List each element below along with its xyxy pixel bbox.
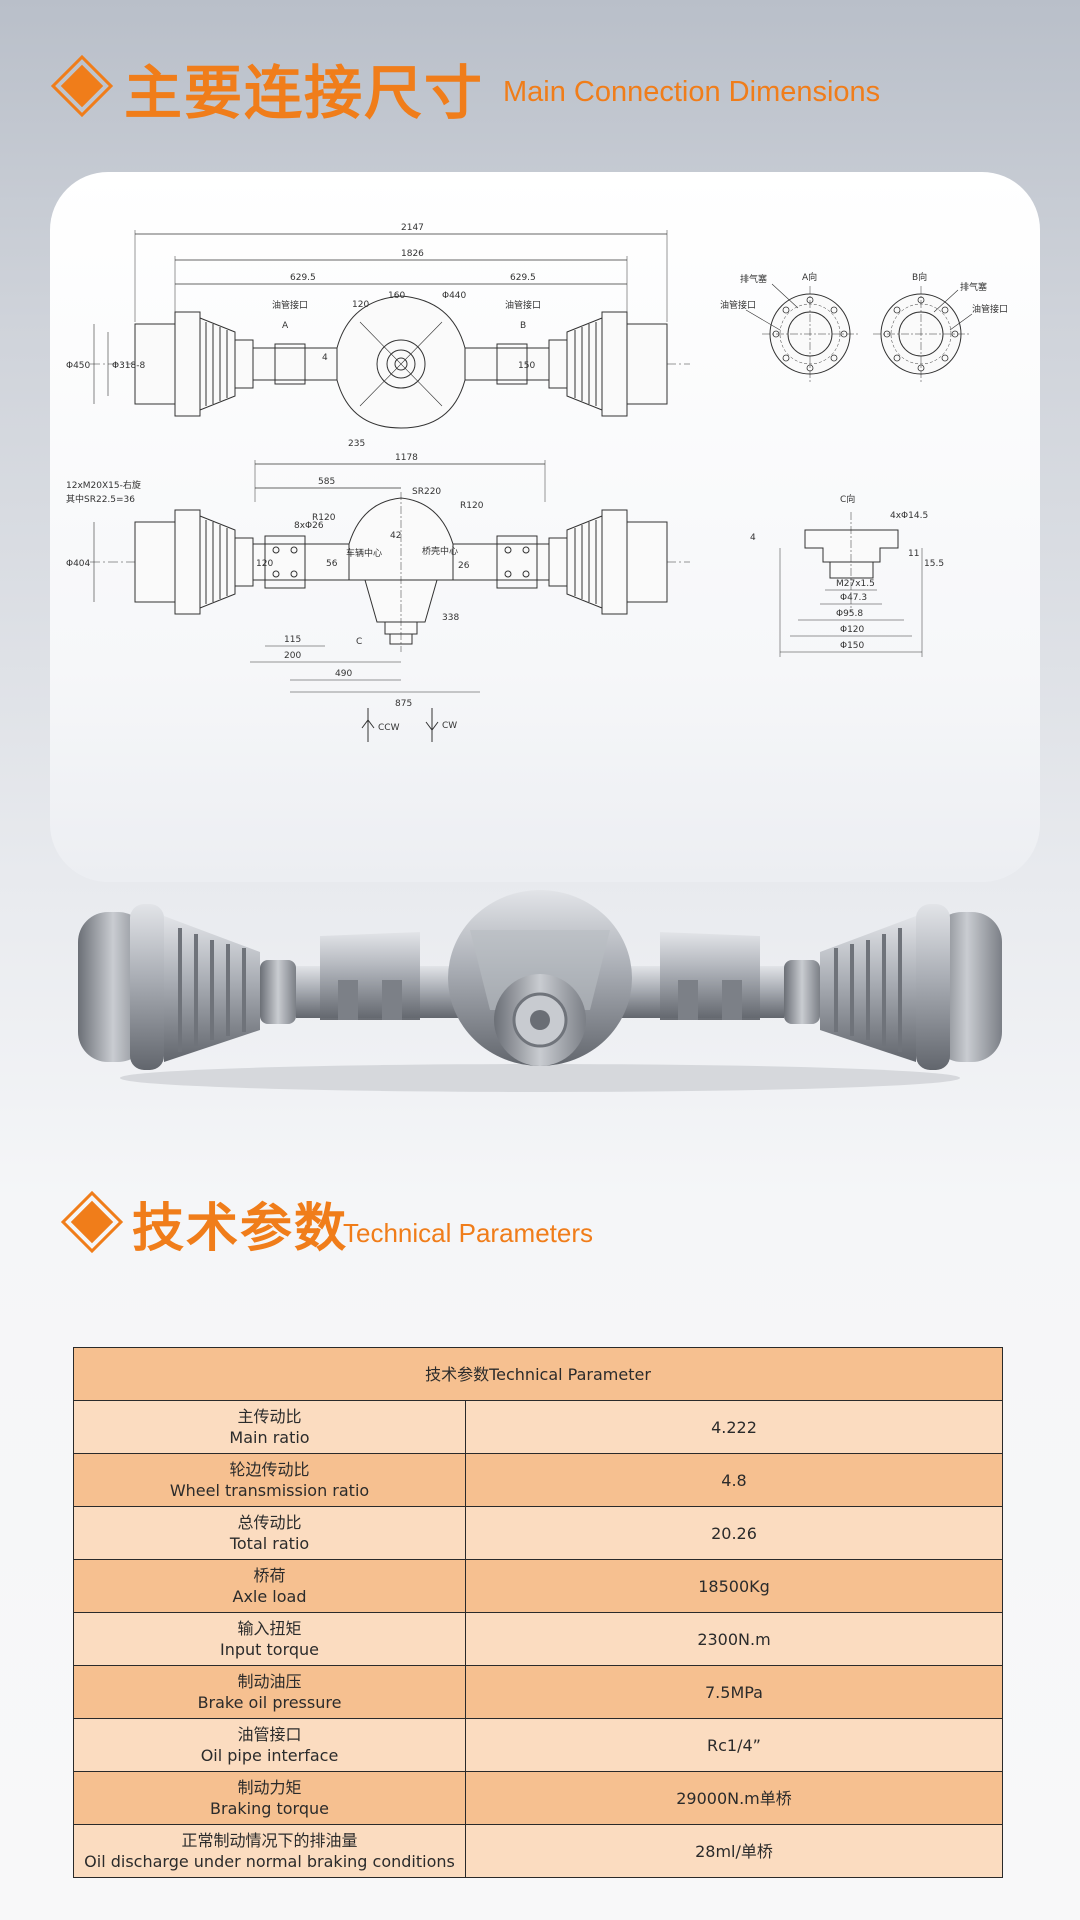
dim-phi120: Φ120: [840, 625, 865, 635]
dim-120-front: 120: [256, 559, 273, 569]
dim-1178: 1178: [395, 453, 418, 463]
axle-product-image: [78, 890, 1002, 1092]
note-vehicle-center: 车辆中心: [346, 547, 382, 559]
dim-629-right: 629.5: [510, 273, 536, 283]
vent-label-a: 排气塞: [740, 273, 767, 285]
dim-26: 26: [458, 561, 470, 571]
param-value: 2300N.m: [465, 1612, 1003, 1666]
view-mark-c: C: [356, 637, 362, 647]
oil-port-label-right: 油管接口: [505, 299, 541, 311]
param-value: 4.222: [465, 1400, 1003, 1454]
view-label-c: C向: [840, 493, 855, 505]
dim-115: 115: [284, 635, 301, 645]
dim-235: 235: [348, 439, 365, 449]
view-mark-b: B: [520, 321, 526, 331]
vent-label-b: 排气塞: [960, 281, 987, 293]
dim-phi318: Φ318-8: [112, 361, 146, 371]
dim-phi440: Φ440: [442, 291, 467, 301]
table-header: 技术参数Technical Parameter: [73, 1347, 1003, 1401]
dim-120: 120: [352, 300, 369, 310]
dim-8xphi26: 8xΦ26: [294, 521, 324, 531]
dim-phi95-8: Φ95.8: [836, 609, 863, 619]
engineering-drawing: 2147 1826 629.5 629.5 160 Φ440 120 Φ450 …: [66, 223, 1008, 742]
rotation-marks: CCW CW: [361, 708, 457, 742]
rotation-cw-label: CW: [442, 721, 457, 731]
dim-490: 490: [335, 669, 352, 679]
section-title-zh: 主要连接尺寸: [124, 59, 485, 127]
flange-views: A向 B向 排气塞 油管接口 排气塞 油管接口: [720, 271, 1008, 382]
dim-585: 585: [318, 477, 335, 487]
dim-11: 11: [908, 549, 919, 559]
param-value: 7.5MPa: [465, 1665, 1003, 1719]
dim-875: 875: [395, 699, 412, 709]
front-view: 1178 585 SR220 R120 R120 8xΦ26 Φ404 42 2…: [66, 453, 690, 709]
note-sr: 其中SR22.5=36: [66, 493, 135, 505]
section-diamond-icon: [50, 54, 114, 118]
oil-port-label-left: 油管接口: [272, 299, 308, 311]
dim-56: 56: [326, 559, 338, 569]
dim-phi404: Φ404: [66, 559, 91, 569]
dim-4: 4: [322, 353, 328, 363]
dim-2147: 2147: [401, 223, 424, 233]
section-title-zh: 技术参数: [132, 1199, 349, 1259]
param-value: 4.8: [465, 1453, 1003, 1507]
rotation-ccw-label: CCW: [378, 723, 400, 733]
oil-port-label-b: 油管接口: [972, 303, 1008, 315]
c-view: C向 4xΦ14.5 M27x1.5 Φ47.3 Φ95.8 Φ120 Φ150…: [750, 493, 944, 657]
param-value: 20.26: [465, 1506, 1003, 1560]
dim-629-left: 629.5: [290, 273, 316, 283]
dim-42: 42: [390, 531, 401, 541]
dim-r120-left: R120: [312, 513, 336, 523]
dim-150: 150: [518, 361, 535, 371]
dim-phi450: Φ450: [66, 361, 91, 371]
dim-338: 338: [442, 613, 459, 623]
engineering-drawing-card: 2147 1826 629.5 629.5 160 Φ440 120 Φ450 …: [50, 172, 1040, 882]
view-label-b: B向: [912, 271, 927, 283]
dim-4-c: 4: [750, 533, 756, 543]
section-diamond-icon: [60, 1190, 124, 1254]
param-value: 28ml/单桥: [465, 1824, 1003, 1878]
oil-port-label-a: 油管接口: [720, 299, 756, 311]
table-header-row: 技术参数Technical Parameter: [73, 1347, 1003, 1401]
dim-160: 160: [388, 291, 405, 301]
section-title-en: Main Connection Dimensions: [503, 76, 881, 108]
dim-4xphi14-5: 4xΦ14.5: [890, 511, 928, 521]
section-title-en: Technical Parameters: [343, 1218, 593, 1248]
note-thread: 12xM20X15-右旋: [66, 479, 141, 491]
dim-phi47-3: Φ47.3: [840, 593, 867, 603]
dim-sr220: SR220: [412, 487, 441, 497]
dim-m27: M27x1.5: [836, 579, 875, 589]
top-view: 2147 1826 629.5 629.5 160 Φ440 120 Φ450 …: [66, 223, 690, 449]
dim-1826: 1826: [401, 249, 424, 259]
param-value: 29000N.m单桥: [465, 1771, 1003, 1825]
dim-200: 200: [284, 651, 301, 661]
dim-15-5: 15.5: [924, 559, 944, 569]
param-value: 18500Kg: [465, 1559, 1003, 1613]
dim-phi150: Φ150: [840, 641, 865, 651]
dim-r120-right: R120: [460, 501, 484, 511]
view-mark-a: A: [282, 321, 289, 331]
view-label-a: A向: [802, 271, 817, 283]
note-axle-center: 桥壳中心: [422, 545, 458, 557]
param-value: Rc1/4”: [465, 1718, 1003, 1772]
